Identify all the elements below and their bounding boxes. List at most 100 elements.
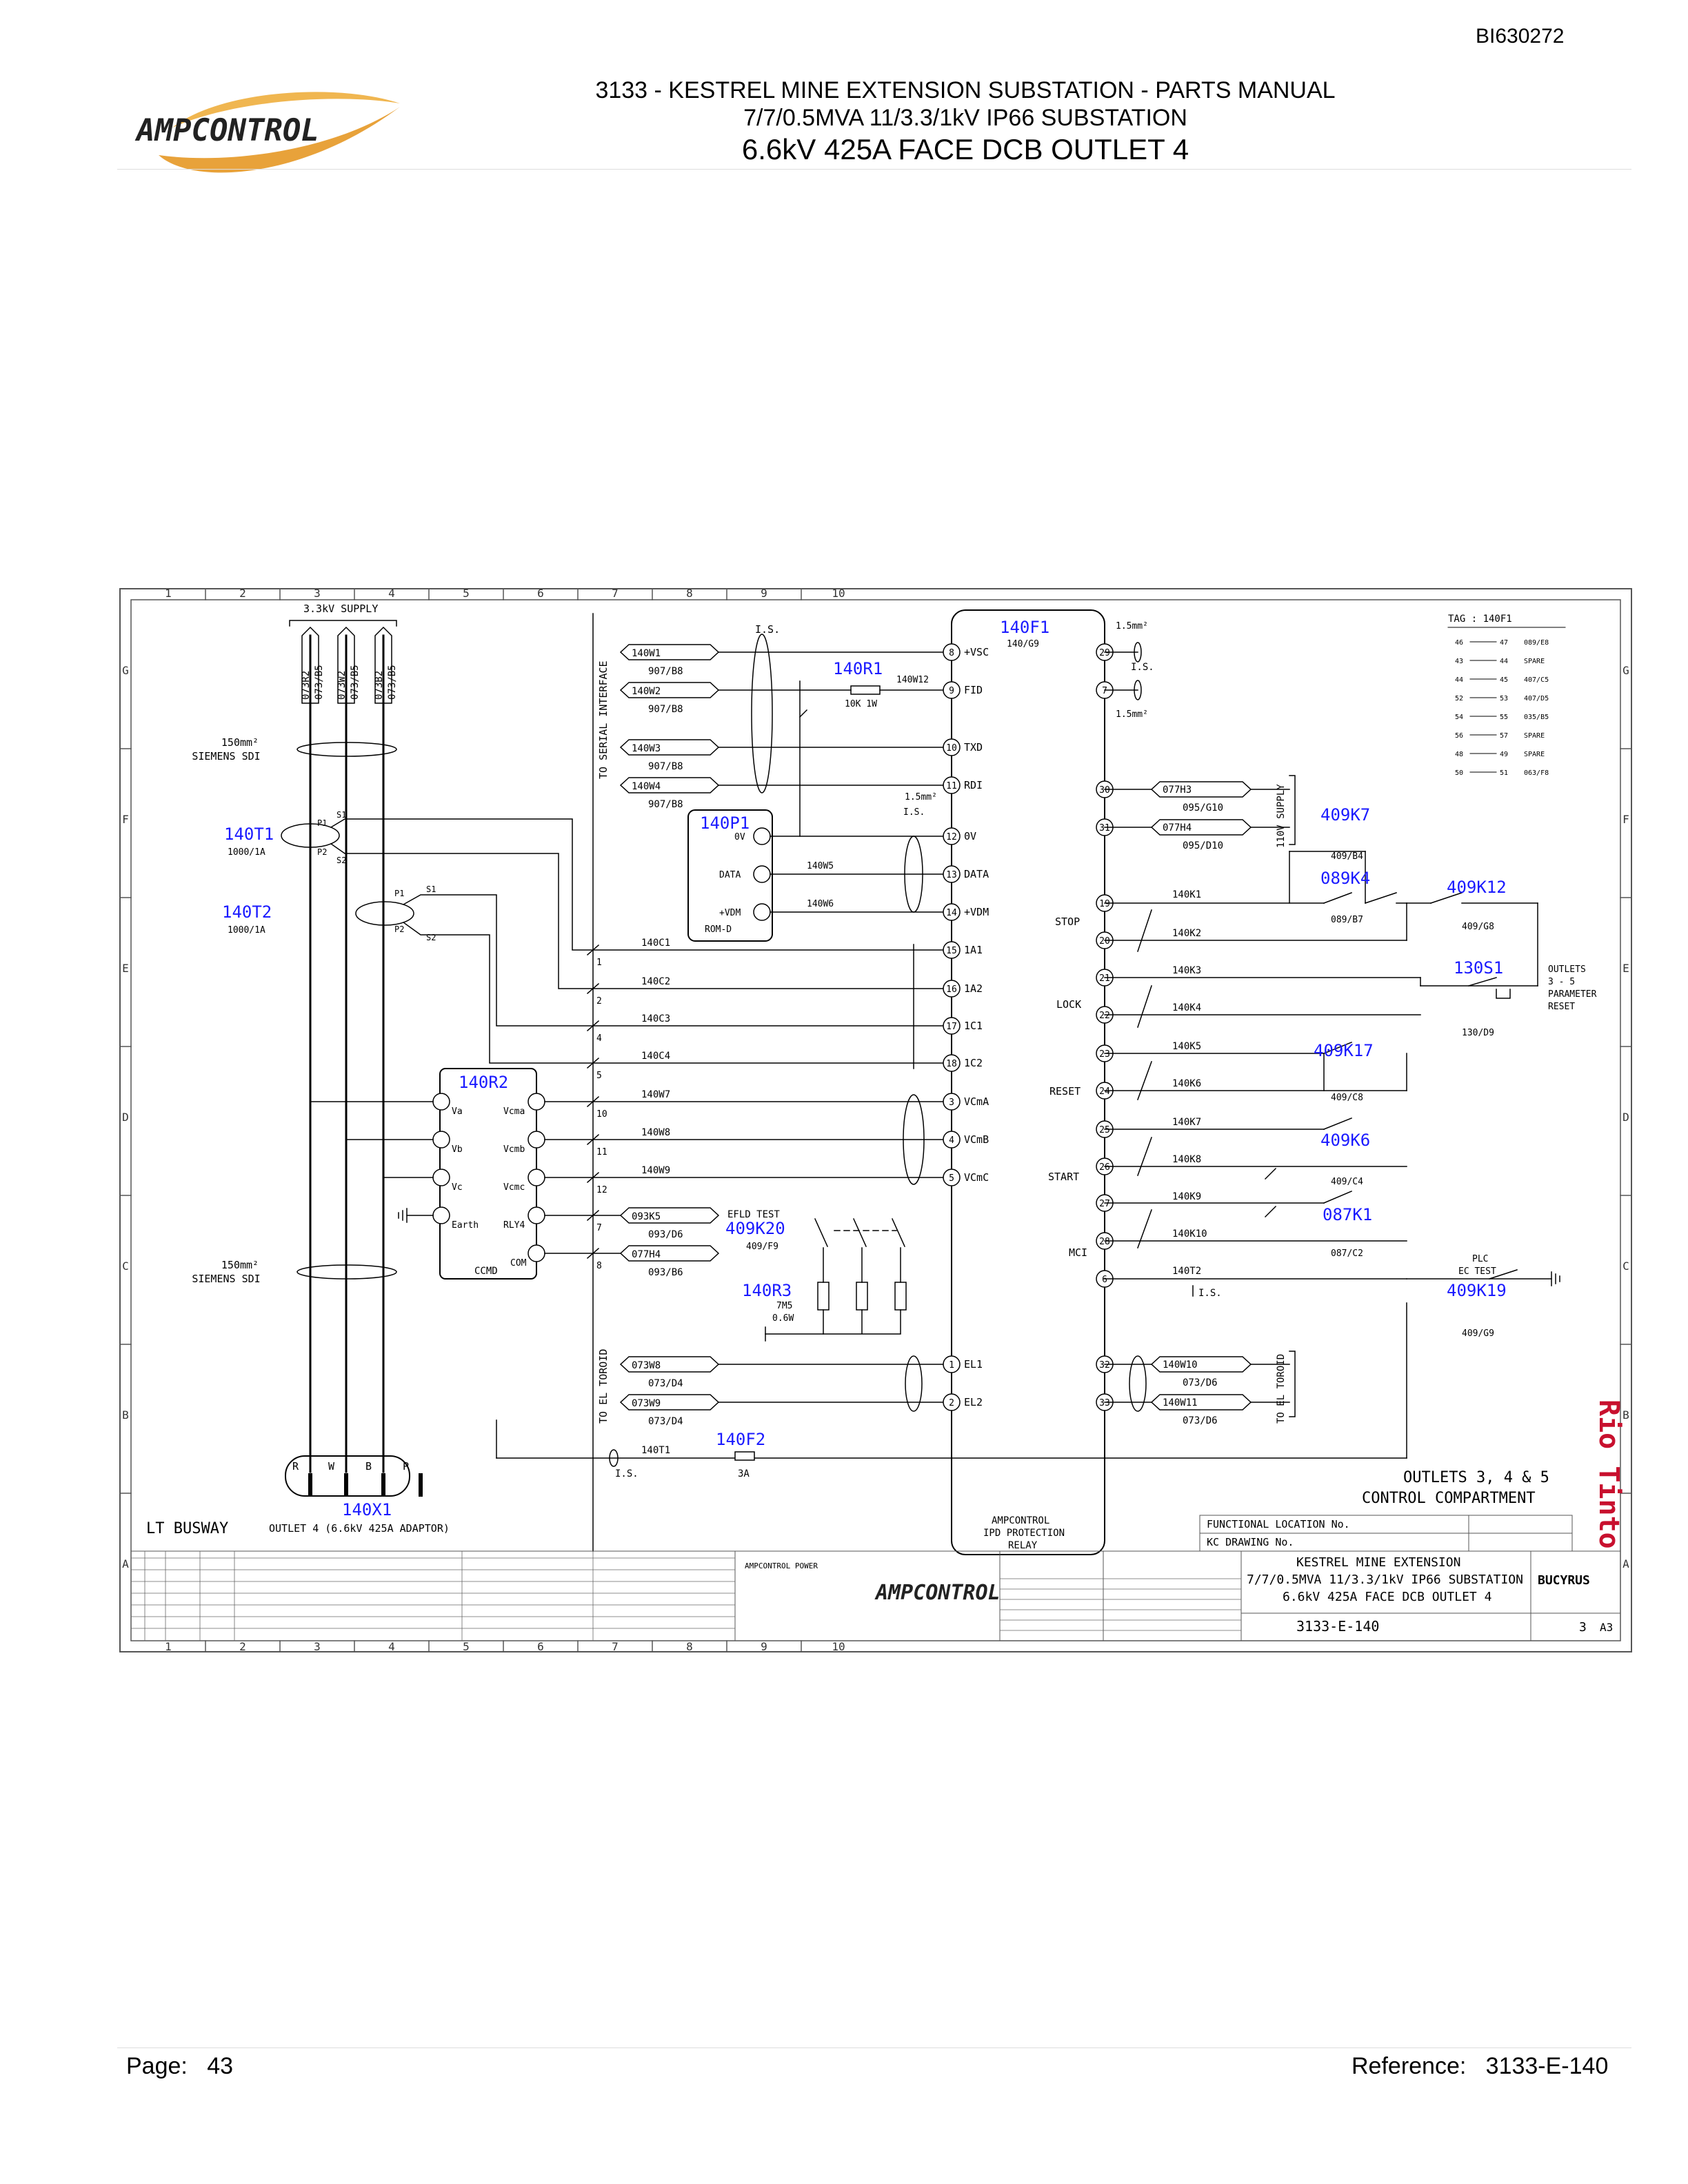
relay-terminal-label: FID bbox=[964, 684, 983, 696]
svg-text:907/B8: 907/B8 bbox=[648, 704, 683, 715]
relay-terminal bbox=[943, 1093, 961, 1111]
bucyrus-logo: BUCYRUS bbox=[1538, 1573, 1590, 1588]
svg-text:I.S.: I.S. bbox=[755, 623, 780, 636]
relay-terminal bbox=[943, 643, 961, 661]
tag-table-cell: 035/B5 bbox=[1524, 714, 1549, 721]
svg-text:7M5: 7M5 bbox=[776, 1301, 792, 1311]
svg-text:START: START bbox=[1048, 1171, 1079, 1183]
strip-link bbox=[586, 1133, 600, 1146]
relay-terminal bbox=[943, 776, 961, 794]
grid-col-label: 3 bbox=[314, 1640, 321, 1653]
svg-text:073/D4: 073/D4 bbox=[648, 1378, 683, 1389]
grid-row-label: G bbox=[122, 664, 129, 677]
svg-text:073/D4: 073/D4 bbox=[648, 1416, 683, 1427]
relay-terminal bbox=[943, 738, 961, 756]
tag-table-cell: 407/C5 bbox=[1524, 676, 1549, 684]
relay-terminal-number: 21 bbox=[1099, 973, 1110, 984]
svg-text:PLC: PLC bbox=[1472, 1254, 1488, 1264]
svg-text:0.6W: 0.6W bbox=[772, 1313, 794, 1324]
k1-tag: 087K1 bbox=[1323, 1205, 1372, 1224]
svg-text:RLY4: RLY4 bbox=[503, 1220, 525, 1231]
r1-value: 10K 1W bbox=[845, 699, 877, 709]
grid-col-label: 9 bbox=[761, 587, 767, 600]
efld-tag: 409K20 bbox=[725, 1219, 785, 1238]
svg-text:140C1: 140C1 bbox=[641, 938, 670, 949]
strip-link bbox=[586, 1095, 600, 1108]
relay-terminal-label: +VDM bbox=[964, 906, 989, 918]
svg-text:1.5mm²: 1.5mm² bbox=[1116, 621, 1148, 631]
grid-row-label: G bbox=[1622, 664, 1629, 677]
svg-text:140W6: 140W6 bbox=[807, 899, 834, 909]
relay-terminal-number: 12 bbox=[946, 832, 957, 842]
relay-terminal-number: 2 bbox=[949, 1398, 954, 1408]
relay-terminal bbox=[943, 941, 961, 959]
outlets-label: OUTLETS 3, 4 & 5 bbox=[1403, 1469, 1549, 1486]
svg-text:140K4: 140K4 bbox=[1172, 1002, 1201, 1013]
supply-cable: 073/B5 bbox=[350, 665, 361, 700]
p1-tag: 140P1 bbox=[700, 813, 750, 833]
relay-terminal-number: 8 bbox=[949, 648, 954, 658]
grid-marks bbox=[119, 588, 1632, 1652]
relay-tag: 140F1 bbox=[1000, 618, 1049, 637]
svg-text:077H4: 077H4 bbox=[1163, 822, 1192, 833]
svg-text:S2: S2 bbox=[336, 856, 346, 865]
grid-col-label: 1 bbox=[165, 1640, 172, 1653]
ct1-tag: 140T1 bbox=[224, 825, 274, 844]
relay-terminal-label: EL1 bbox=[964, 1358, 983, 1371]
grid-col-label: 10 bbox=[832, 587, 845, 600]
ccmd-label: CCMD bbox=[474, 1266, 498, 1277]
grid-row-label: E bbox=[122, 962, 129, 975]
svg-text:140K3: 140K3 bbox=[1172, 965, 1201, 976]
relay-terminal-number: 23 bbox=[1099, 1049, 1110, 1060]
tag-table-cell: 50 bbox=[1455, 769, 1463, 777]
svg-text:140W9: 140W9 bbox=[641, 1165, 670, 1176]
svg-text:140W5: 140W5 bbox=[807, 861, 834, 871]
relay-terminal bbox=[943, 903, 961, 921]
svg-text:077H4: 077H4 bbox=[632, 1249, 661, 1260]
relay-terminal-number: 16 bbox=[946, 984, 957, 995]
svg-text:R: R bbox=[292, 1460, 299, 1473]
svg-text:140C3: 140C3 bbox=[641, 1013, 670, 1024]
svg-text:FUNCTIONAL LOCATION No.: FUNCTIONAL LOCATION No. bbox=[1207, 1518, 1350, 1530]
relay-terminal-label: EL2 bbox=[964, 1396, 983, 1408]
sdi-name: SIEMENS SDI bbox=[192, 750, 260, 762]
tag-table-cell: 44 bbox=[1455, 676, 1463, 684]
grid-row-label: C bbox=[1622, 1260, 1629, 1273]
title-block-logo: AMPCONTROL bbox=[874, 1581, 1001, 1605]
el-toroid-label: TO EL TOROID bbox=[597, 1349, 610, 1424]
k6-tag: 409K6 bbox=[1320, 1131, 1370, 1150]
svg-text:PARAMETER: PARAMETER bbox=[1548, 989, 1597, 1000]
serial-interface-label: TO SERIAL INTERFACE bbox=[597, 660, 610, 779]
relay-terminal-label: VCmA bbox=[964, 1095, 989, 1108]
supply-cable: 073W2 bbox=[336, 671, 348, 700]
svg-text:Vcmb: Vcmb bbox=[503, 1144, 525, 1155]
svg-text:RELAY: RELAY bbox=[1008, 1540, 1038, 1551]
relay-terminal-number: 5 bbox=[949, 1173, 954, 1184]
svg-text:+VDM: +VDM bbox=[719, 908, 741, 918]
grid-col-label: 4 bbox=[388, 1640, 395, 1653]
svg-text:140K5: 140K5 bbox=[1172, 1041, 1201, 1052]
relay-terminal-number: 27 bbox=[1099, 1199, 1110, 1209]
svg-text:P2: P2 bbox=[394, 924, 404, 934]
ampcontrol-logo: AMPCONTROL bbox=[131, 83, 434, 190]
svg-text:1.5mm²: 1.5mm² bbox=[905, 792, 937, 802]
relay-terminal-label: 1C1 bbox=[964, 1020, 983, 1032]
svg-text:1.5mm²: 1.5mm² bbox=[1116, 709, 1148, 720]
relay-terminal bbox=[943, 827, 961, 845]
svg-text:140K10: 140K10 bbox=[1172, 1228, 1207, 1240]
svg-text:073W9: 073W9 bbox=[632, 1398, 661, 1409]
drawing-number: 3133-E-140 bbox=[1296, 1618, 1379, 1635]
grid-col-label: 2 bbox=[239, 1640, 246, 1653]
svg-text:KC DRAWING No.: KC DRAWING No. bbox=[1207, 1536, 1294, 1548]
svg-text:P1: P1 bbox=[394, 889, 404, 898]
strip-link bbox=[586, 1247, 600, 1260]
svg-text:140W10: 140W10 bbox=[1163, 1359, 1198, 1371]
relay-terminal-label: 1C2 bbox=[964, 1057, 983, 1069]
svg-text:409/C8: 409/C8 bbox=[1331, 1093, 1363, 1103]
strip-number: 1 bbox=[596, 958, 602, 968]
svg-text:907/B8: 907/B8 bbox=[648, 666, 683, 677]
svg-text:140W11: 140W11 bbox=[1163, 1397, 1198, 1408]
